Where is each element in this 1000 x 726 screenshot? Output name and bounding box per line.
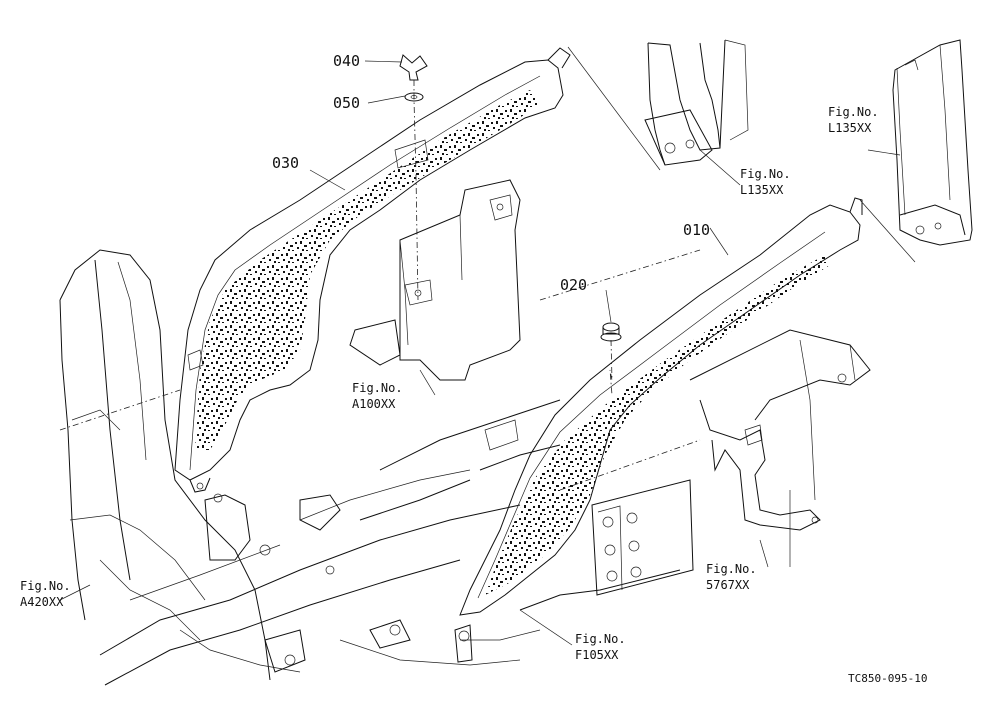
fig-ref-l135-mid-line2: L135XX (740, 183, 784, 197)
fig-ref-a100-line1: Fig.No. (352, 381, 403, 395)
fig-ref-a100-line2: A100XX (352, 397, 396, 411)
part-label-020: 020 (560, 276, 587, 294)
fig-reference-labels: Fig.No. L135XX Fig.No. L135XX Fig.No. A1… (20, 105, 879, 662)
part-label-040: 040 (333, 52, 360, 70)
part-030-left-cover (174, 47, 571, 493)
fig-ref-l135-right-line2: L135XX (828, 121, 872, 135)
l135-right-detail (892, 39, 973, 246)
leader-lines (59, 46, 916, 646)
part-010-right-cover (459, 197, 863, 616)
part-label-050: 050 (333, 94, 360, 112)
fig-ref-l135-right-line1: Fig.No. (828, 105, 879, 119)
drawing-code: TC850-095-10 (848, 672, 927, 685)
a100-mount-bracket (349, 179, 521, 381)
fig-ref-l135-mid-line1: Fig.No. (740, 167, 791, 181)
fig-ref-f105-line1: Fig.No. (575, 632, 626, 646)
center-lines (59, 80, 701, 491)
part-number-labels: 040 050 030 010 020 (272, 52, 710, 294)
part-040-wing-bolt (399, 54, 428, 81)
fig-ref-5767-line1: Fig.No. (706, 562, 757, 576)
fig-ref-a420-line2: A420XX (20, 595, 64, 609)
fig-ref-a420-line1: Fig.No. (20, 579, 71, 593)
chassis-frame (59, 249, 694, 686)
l135-mid-detail (644, 39, 749, 166)
fig-ref-5767-line2: 5767XX (706, 578, 750, 592)
part-label-030: 030 (272, 154, 299, 172)
s5767-side-bracket (689, 329, 871, 531)
fig-ref-f105-line2: F105XX (575, 648, 619, 662)
part-020-bolt (600, 322, 622, 342)
part-label-010: 010 (683, 221, 710, 239)
